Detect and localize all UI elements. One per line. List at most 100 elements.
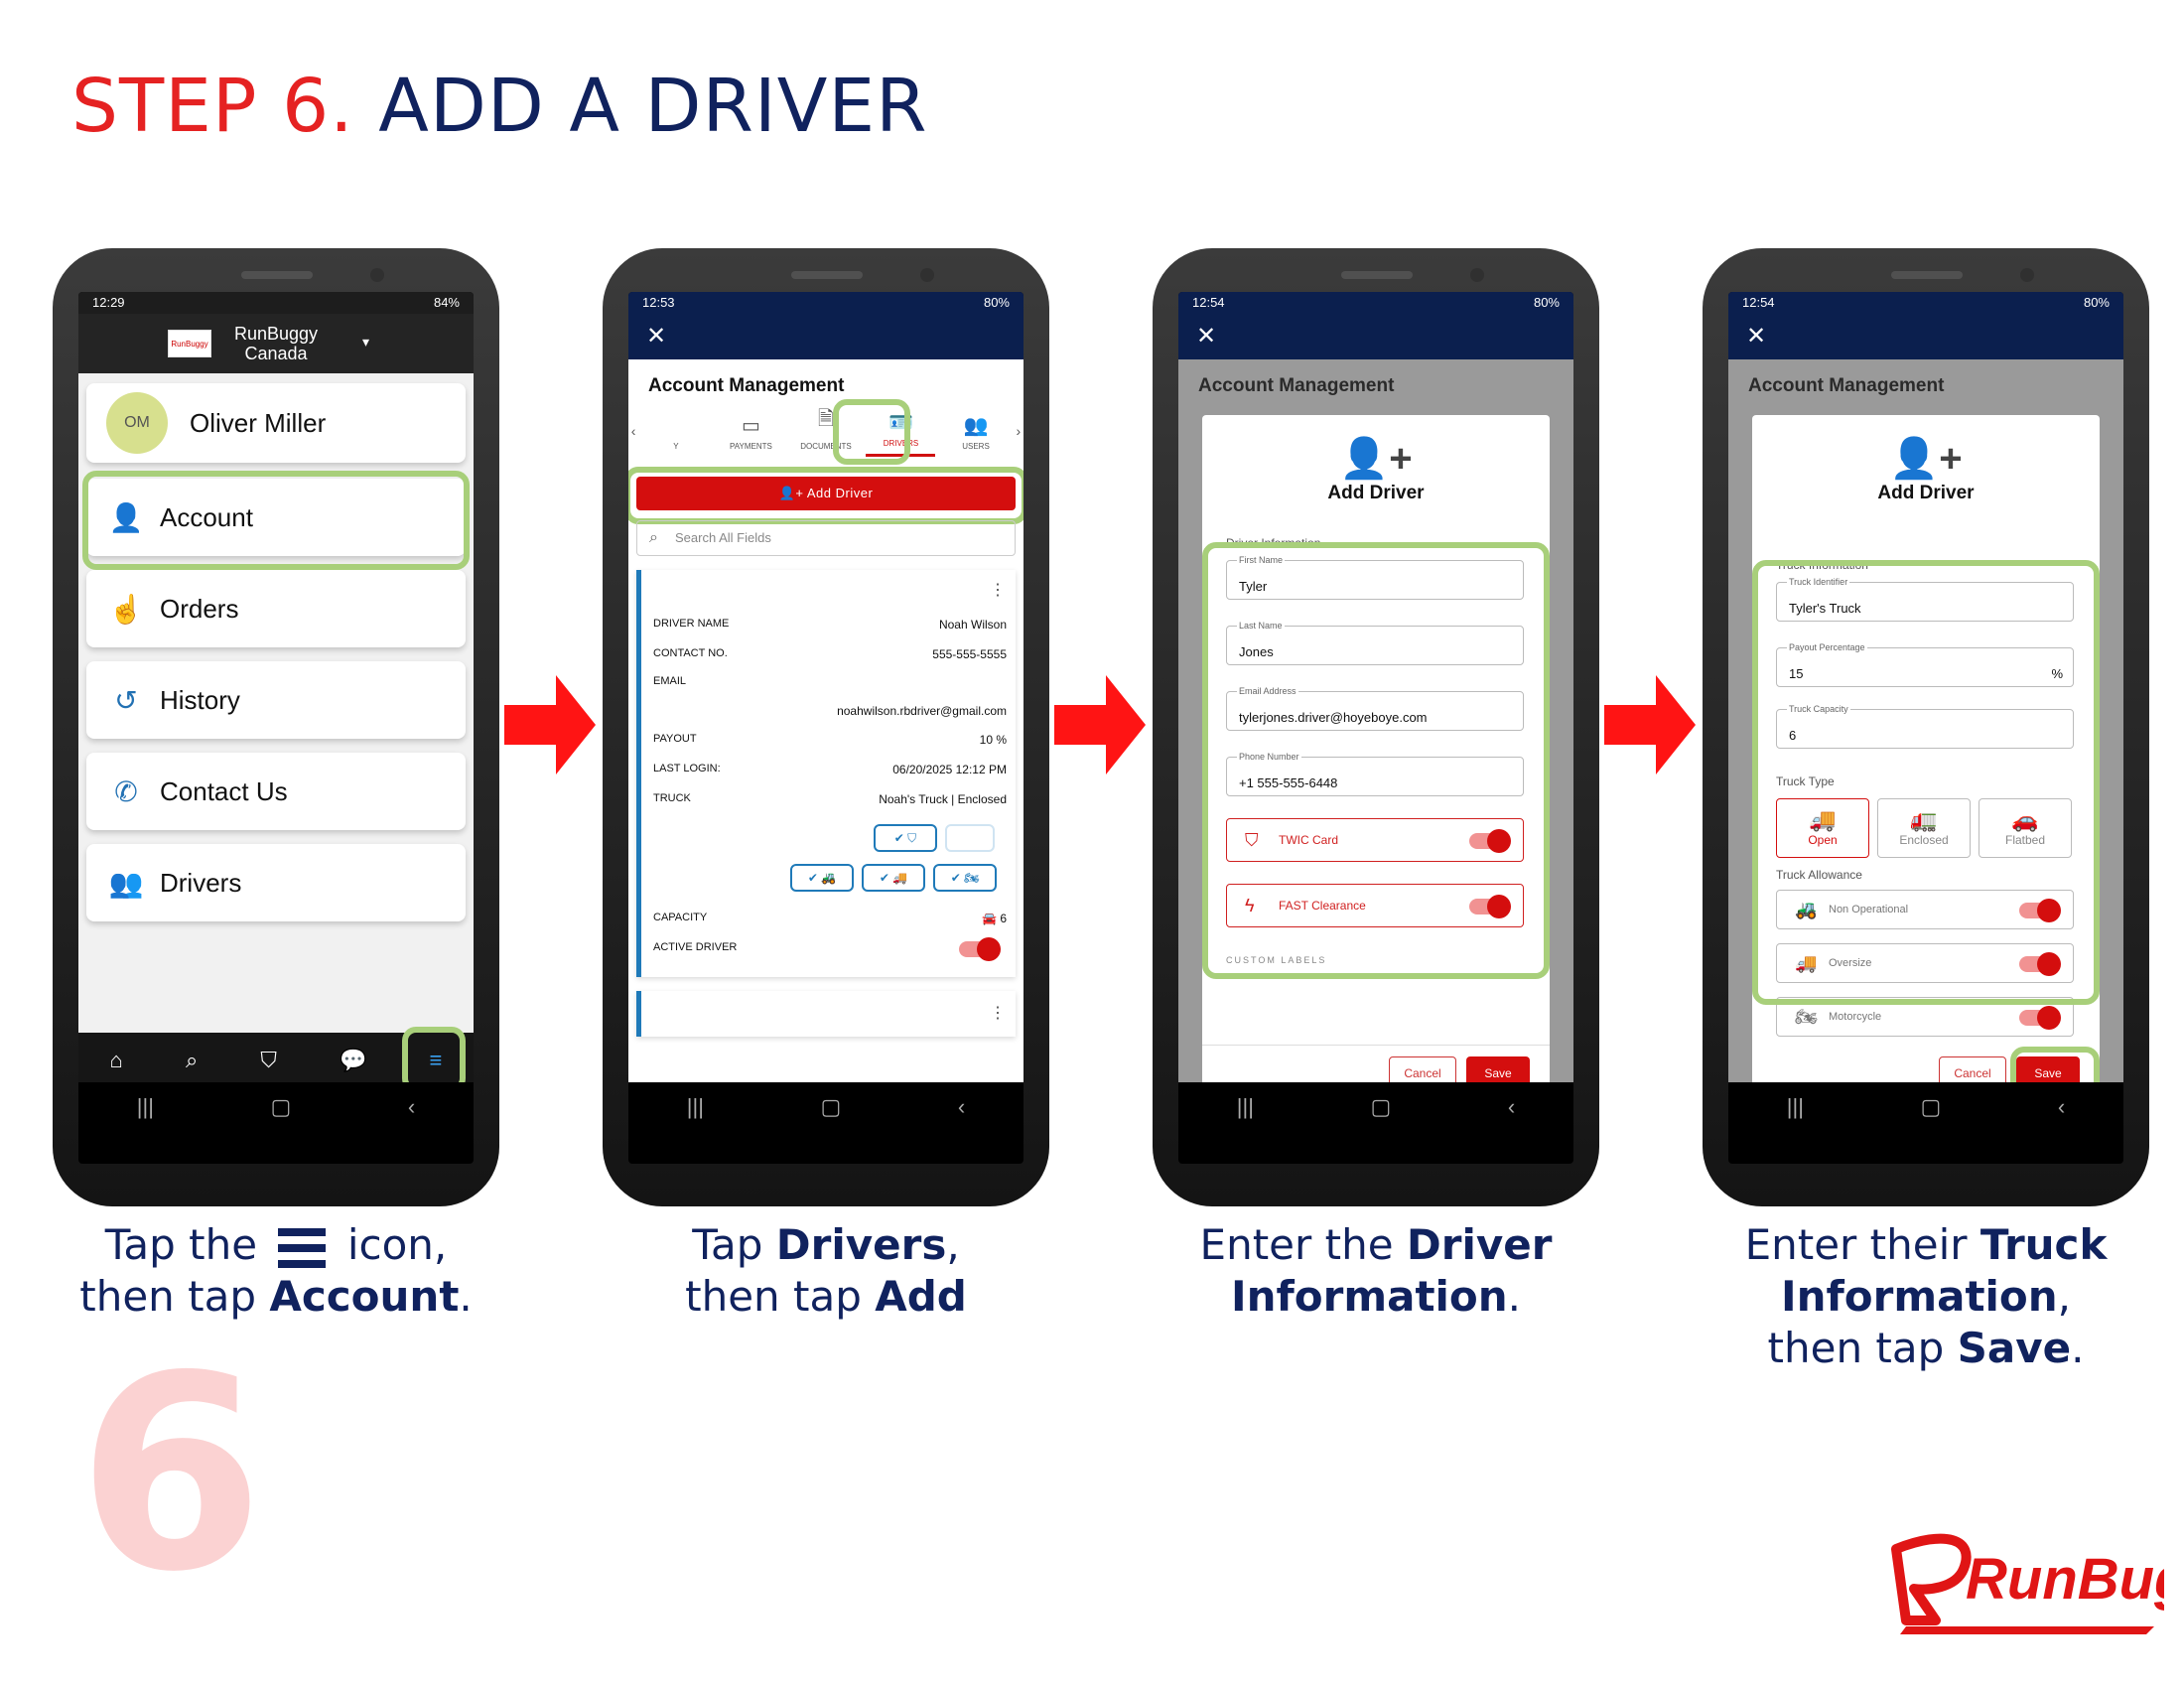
home-button-icon[interactable]: ▢ [820,1094,842,1119]
caption-bold: Information [1780,1272,2058,1321]
field-value: Tyler [1239,579,1268,594]
fast-toggle[interactable] [1469,895,1511,918]
camera [1470,268,1484,282]
recents-icon[interactable]: ||| [136,1094,154,1119]
person-icon: 👤 [108,501,144,533]
driver-card-2[interactable]: ⋮ [636,991,1016,1037]
status-battery: 80% [1533,295,1560,310]
field-value: Tyler's Truck [1789,601,1861,616]
status-time: 12:29 [92,295,125,310]
home-button-icon[interactable]: ▢ [1370,1094,1392,1119]
email-label: EMAIL [653,675,687,687]
truck-label: TRUCK [653,792,691,804]
twic-toggle[interactable] [1469,829,1511,853]
menu-item-contact[interactable]: ✆Contact Us [86,753,466,830]
speaker [791,271,863,279]
tab-documents[interactable]: 🗎DOCUMENTS [791,404,861,457]
field-label: Truck Identifier [1787,577,1850,587]
recents-icon[interactable]: ||| [686,1094,704,1119]
back-icon[interactable]: ‹ [407,1094,416,1119]
caption-text: Enter their [1744,1220,1968,1269]
speaker [1341,271,1413,279]
search-input[interactable]: ⌕Search All Fields [636,520,1016,556]
company-name: RunBuggy [233,324,319,344]
chevron-left-icon[interactable]: ‹ [630,423,636,439]
tab-y[interactable]: Y [641,438,711,457]
menu-icon[interactable]: ≡ [429,1048,443,1072]
more-icon[interactable]: ⋮ [990,1005,1006,1022]
chevron-right-icon[interactable]: › [1016,423,1022,439]
home-icon[interactable]: ⌂ [109,1048,123,1072]
oversize-toggle[interactable] [2019,952,2061,976]
background-title: Account Management [1198,375,1395,396]
shield-icon[interactable]: ⛉ [260,1048,277,1072]
modal-title: Add Driver [1877,483,1975,503]
menu-item-orders[interactable]: ☝Orders [86,570,466,647]
field-label: Email Address [1237,686,1298,696]
back-icon[interactable]: ‹ [957,1094,966,1119]
capacity-label: CAPACITY [653,912,708,923]
tab-users[interactable]: 👥USERS [941,413,1011,457]
recents-icon[interactable]: ||| [1236,1094,1254,1119]
non-operational-toggle[interactable] [2019,899,2061,922]
logo-text: RunBuggy [1966,1547,2164,1612]
driver-name-label: DRIVER NAME [653,618,730,630]
menu-label: Orders [160,593,239,624]
truck-type-label: Open [1808,833,1838,847]
tab-payments[interactable]: ▭PAYMENTS [716,413,785,457]
truck-type-open[interactable]: 🚚Open [1776,798,1869,858]
caption-text: Enter the [1199,1220,1394,1269]
arrow-right-icon [504,675,596,774]
active-toggle[interactable] [959,937,1001,961]
chevron-down-icon[interactable]: ▾ [362,334,370,350]
status-battery: 80% [2083,295,2110,310]
recents-icon[interactable]: ||| [1786,1094,1804,1119]
menu-label: History [160,684,240,715]
system-nav: ||| ▢ ‹ [628,1082,1024,1132]
close-icon[interactable]: ✕ [628,314,1024,359]
motorcycle-toggle[interactable] [2019,1006,2061,1030]
highlight-add-driver [628,467,1024,524]
home-button-icon[interactable]: ▢ [270,1094,292,1119]
menu-item-drivers[interactable]: 👥Drivers [86,844,466,921]
field-label: Last Name [1237,621,1285,631]
driver-name: Noah Wilson [938,618,1007,632]
truck-type-label: Flatbed [2004,833,2046,847]
search-icon[interactable]: ⌕ [185,1048,199,1072]
caption-bold: Drivers [775,1220,947,1269]
truck-type-flatbed[interactable]: 🚗Flatbed [1979,798,2072,858]
close-icon[interactable]: ✕ [1728,314,2123,359]
arrow-right-icon [1604,675,1696,774]
field-value: 6 [1789,728,1797,743]
more-icon[interactable]: ⋮ [990,582,1006,599]
caption-text: then tap [685,1272,862,1321]
back-icon[interactable]: ‹ [2057,1094,2066,1119]
caption-text: . [459,1272,473,1321]
chat-icon[interactable]: 💬 [340,1048,367,1072]
switch-label: TWIC Card [1279,833,1338,847]
truck-type-enclosed[interactable]: 🚛Enclosed [1877,798,1971,858]
truck-value: Noah's Truck | Enclosed [879,792,1007,806]
home-button-icon[interactable]: ▢ [1920,1094,1942,1119]
close-icon[interactable]: ✕ [1178,314,1573,359]
add-driver-button[interactable]: 👤+ Add Driver [636,477,1016,510]
menu-item-history[interactable]: ↺History [86,661,466,739]
profile-card: OM Oliver Miller [86,383,466,463]
back-icon[interactable]: ‹ [1507,1094,1516,1119]
highlight-driver-info [1202,542,1550,979]
menu-item-account[interactable]: 👤Account [86,479,466,556]
open-truck-icon: 🚚 [1809,807,1837,832]
title-step: STEP 6. [71,64,354,149]
user-name: Oliver Miller [190,407,327,438]
caption-text: . [1507,1272,1522,1321]
tab-label: DRIVERS [883,439,919,448]
phone-field[interactable]: Phone Number+1 555-555-6448 [1226,752,1524,796]
